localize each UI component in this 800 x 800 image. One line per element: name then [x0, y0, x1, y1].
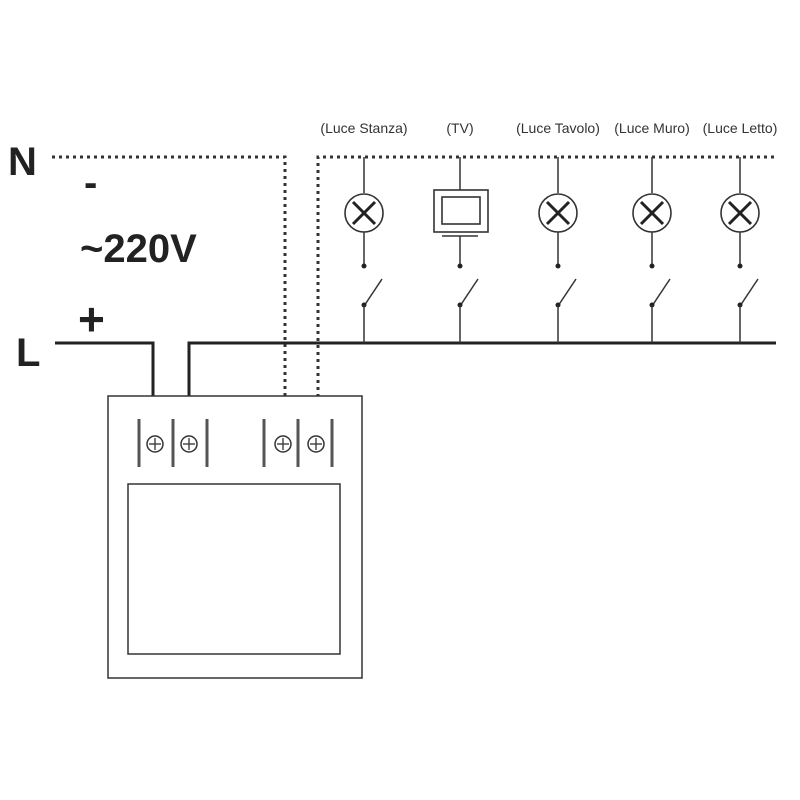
terminal-screw-icon [180, 435, 198, 453]
terminal-screw-icon [146, 435, 164, 453]
lamp-icon [632, 193, 672, 233]
load-branch-luce-tavolo: (Luce Tavolo) [516, 120, 600, 343]
plus-label: + [78, 293, 105, 345]
switch-icon [555, 278, 577, 308]
load-branch-luce-muro: (Luce Muro) [614, 120, 690, 343]
terminal-screw-icon [307, 435, 325, 453]
neutral-label: N [8, 140, 37, 184]
load-label: (TV) [446, 120, 473, 136]
switch-icon [361, 278, 383, 308]
load-label: (Luce Letto) [703, 120, 778, 136]
neutral-bus [316, 155, 778, 425]
neutral-wire-in [52, 155, 287, 425]
load-branch-tv: (TV) [433, 120, 489, 343]
voltage-label: ~220V [80, 227, 197, 271]
load-label: (Luce Stanza) [320, 120, 407, 136]
lamp-icon [538, 193, 578, 233]
load-branch-luce-stanza: (Luce Stanza) [320, 120, 408, 343]
lamp-icon [344, 193, 384, 233]
line-label: L [16, 331, 40, 375]
control-module [107, 395, 363, 679]
module-panel [127, 483, 341, 655]
load-label: (Luce Tavolo) [516, 120, 600, 136]
switch-icon [649, 278, 671, 308]
load-branch-luce-letto: (Luce Letto) [703, 120, 778, 343]
terminal-screw-icon [274, 435, 292, 453]
minus-label: - [84, 161, 97, 205]
load-label: (Luce Muro) [614, 120, 689, 136]
switch-icon [457, 278, 479, 308]
lamp-icon [720, 193, 760, 233]
tv-icon [433, 189, 489, 237]
switch-icon [737, 278, 759, 308]
